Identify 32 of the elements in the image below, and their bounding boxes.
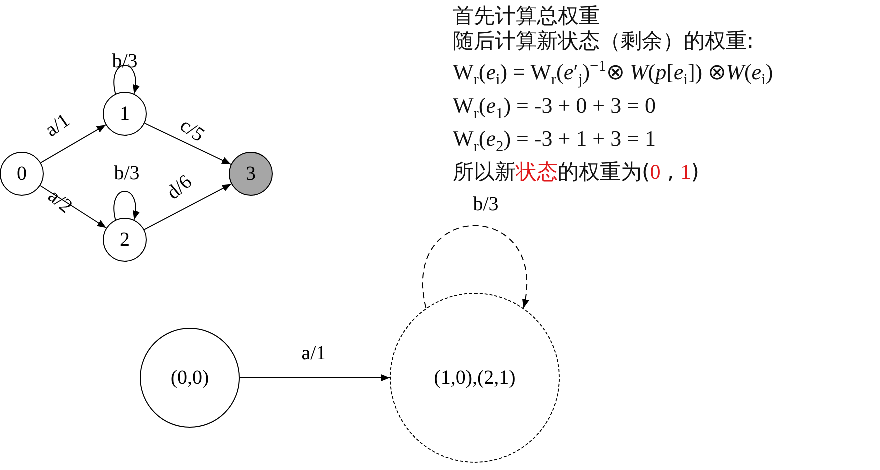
state-circle [103,92,147,136]
edge-label: c/5 [175,114,209,148]
state-label: (1,0),(2,1) [434,366,516,390]
state-label: 1 [120,102,130,126]
edge-label: b/3 [114,162,140,186]
note-text: 所以新状态的权重为(0 , 1) [453,160,700,184]
edge-label: b/3 [473,194,499,216]
state-circle [0,152,44,196]
state-circle [103,218,147,262]
edge-label: b/3 [112,50,138,74]
arrow [40,124,106,164]
note-text: 随后计算新状态（剩余）的权重: [453,29,756,54]
edge-label: a/2 [43,185,77,219]
arrow [144,122,232,166]
edge-label: a/1 [302,342,326,366]
self-loop-arrow [422,225,528,309]
arrow [144,184,232,230]
self-loop-arrow [114,65,140,95]
state-label: 0 [17,162,27,186]
edge-label: a/1 [41,110,75,142]
note-text: 首先计算总权重 [453,4,601,29]
formula: W$_{r}$(e$_{2}$) = -3 + 1 + 3 = 1 [453,126,657,158]
arrow [40,185,107,229]
state-label: (0,0) [170,366,210,390]
state-label: 2 [120,228,130,252]
state-circle [229,152,273,196]
formula: W$_{r}$(e$_{i}$) = W$_{r}$(e′$_{j}$)$^{−1}$⊗ W(p[e$_{i}$]) ⊗W(e$_{i}$) [453,57,774,91]
state-label: 3 [246,162,256,186]
self-loop-arrow [114,191,140,221]
arrow [240,374,390,382]
formula: W$_{r}$(e$_{1}$) = -3 + 0 + 3 = 0 [453,92,657,124]
edge-label: d/6 [162,170,198,206]
